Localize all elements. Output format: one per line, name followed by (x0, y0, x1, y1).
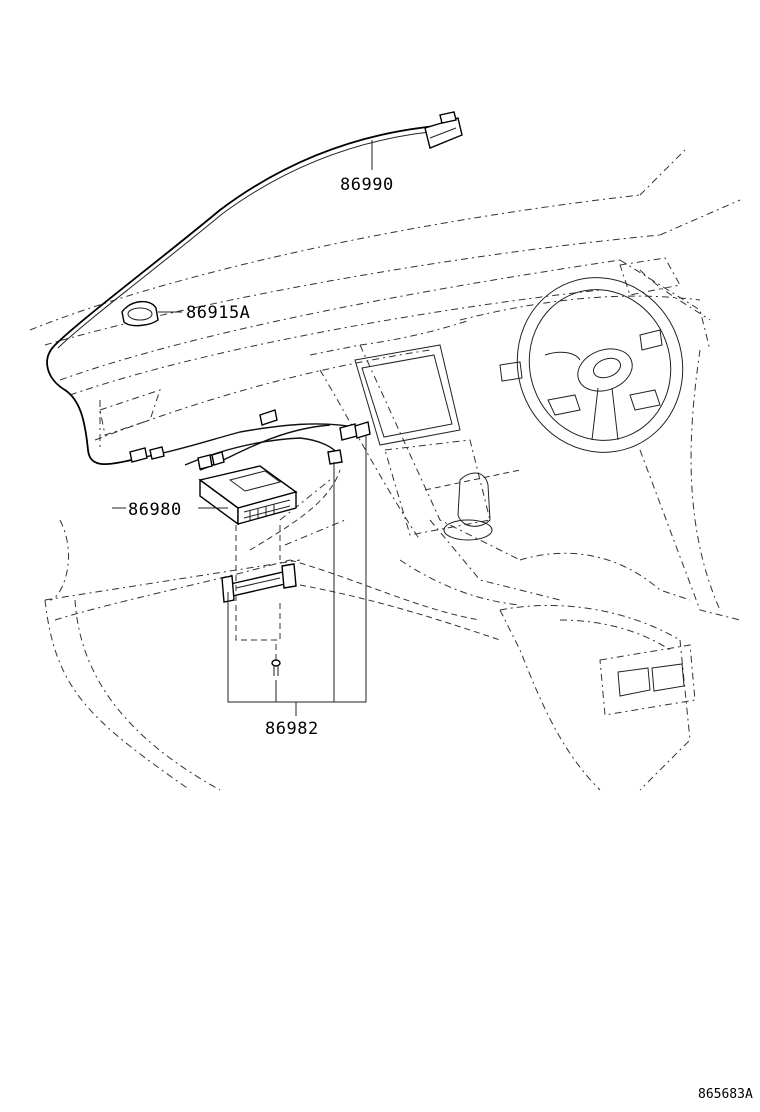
screw (271, 659, 281, 676)
dashboard-outline (29, 149, 741, 791)
ecu-86980 (198, 465, 298, 526)
steering-wheel (499, 277, 684, 453)
callout-86990: 86990 (340, 175, 394, 195)
bracket (221, 563, 297, 603)
callout-86915A: 86915A (186, 303, 250, 323)
callout-86982: 86982 (265, 719, 319, 739)
figure-number: 865683A (698, 1087, 753, 1102)
wire-harness (129, 409, 371, 471)
callout-86980: 86980 (128, 500, 182, 520)
antenna-cable (46, 111, 463, 466)
assembly-lines (235, 525, 281, 660)
leader-lines (112, 140, 373, 716)
sensor-86915A (121, 301, 159, 327)
